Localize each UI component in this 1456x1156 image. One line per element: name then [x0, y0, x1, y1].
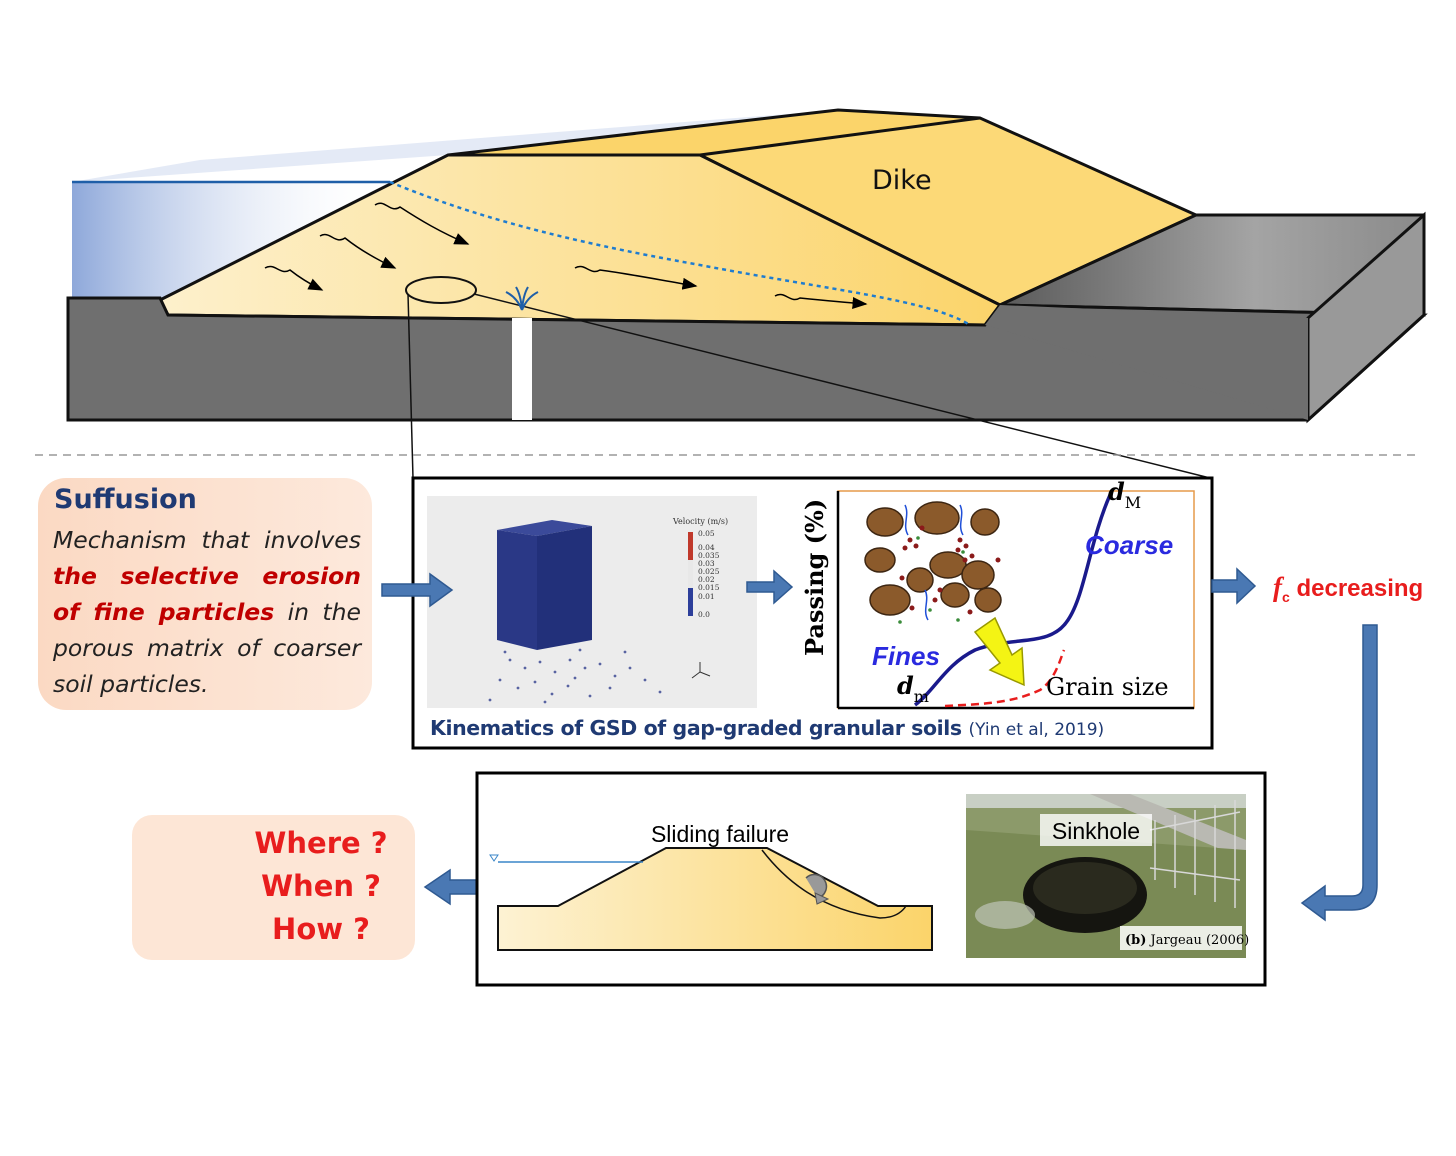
dike-label: Dike	[872, 165, 932, 196]
flow-arrows	[381, 567, 1378, 922]
velocity-tick-label: 0.015	[698, 583, 720, 592]
sinkhole-photo: (b) Jargeau (2006) Sinkhole	[966, 794, 1249, 958]
questions-panel	[132, 815, 415, 960]
slip-surface	[761, 849, 907, 919]
sinkhole-label: Sinkhole	[1052, 818, 1140, 844]
pipe-channel	[512, 318, 532, 420]
axis-triad-icon	[691, 662, 711, 679]
velocity-tick-label: 0.025	[698, 567, 720, 576]
dem-simulation-image: Velocity (m/s) 0.050.040.0350.030.0250.0…	[427, 496, 757, 708]
d-max-label: dM	[1108, 477, 1141, 512]
velocity-tick-label: 0.02	[698, 575, 715, 584]
shift-arrow-icon	[973, 616, 1025, 687]
arrow-to-fc	[1211, 567, 1257, 605]
sliding-failure-sketch: Sliding failure	[489, 821, 933, 951]
d-min-label: dm	[897, 671, 929, 706]
water-level-icon	[489, 854, 499, 862]
phreatic-line	[389, 180, 971, 327]
soil-particles-icon	[864, 501, 1002, 624]
water-back	[72, 110, 838, 182]
rotation-arrow-icon	[805, 873, 828, 899]
question-when: When ?	[261, 869, 381, 903]
zoom-circle	[405, 276, 477, 304]
dike-block	[66, 108, 1428, 479]
gsd-chart: Passing (%)	[800, 477, 1195, 710]
velocity-tick-label: 0.04	[698, 543, 715, 552]
gsd-y-label: Passing (%)	[800, 499, 829, 656]
velocity-tick-label: 0.03	[698, 559, 715, 568]
question-how: How ?	[272, 912, 370, 946]
suffusion-description: Mechanism that involves the selective er…	[53, 526, 361, 698]
dike-crest	[448, 110, 980, 155]
velocity-tick-label: 0.01	[698, 592, 715, 601]
kinematics-caption: Kinematics of GSD of gap-graded granular…	[430, 716, 1105, 740]
coarse-label: Coarse	[1085, 530, 1173, 560]
water-body	[72, 182, 390, 300]
fines-label: Fines	[872, 641, 940, 671]
velocity-tick-label: 0.05	[698, 529, 715, 538]
sliding-failure-label: Sliding failure	[651, 821, 789, 847]
seepage-spray-icon	[505, 286, 539, 311]
suffusion-panel	[38, 478, 372, 710]
arrow-fc-to-failure	[1300, 624, 1378, 922]
suffusion-title: Suffusion	[54, 484, 197, 515]
seepage-flow-arrows	[264, 202, 868, 309]
gsd-initial-curve	[913, 494, 1112, 707]
arrow-dem-to-gsd	[746, 569, 794, 605]
question-where: Where ?	[254, 826, 388, 860]
velocity-legend-title: Velocity (m/s)	[672, 517, 728, 526]
photo-credit: (b) Jargeau (2006)	[1125, 933, 1249, 948]
fc-decreasing-label: fc decreasing	[1273, 572, 1424, 605]
gsd-x-label: Grain size	[1046, 673, 1169, 701]
arrow-suffusion-to-kinematics	[381, 572, 454, 608]
velocity-tick-label: 0.035	[698, 551, 720, 560]
velocity-tick-label: 0.0	[698, 610, 710, 619]
gsd-eroded-curve	[944, 649, 1066, 708]
